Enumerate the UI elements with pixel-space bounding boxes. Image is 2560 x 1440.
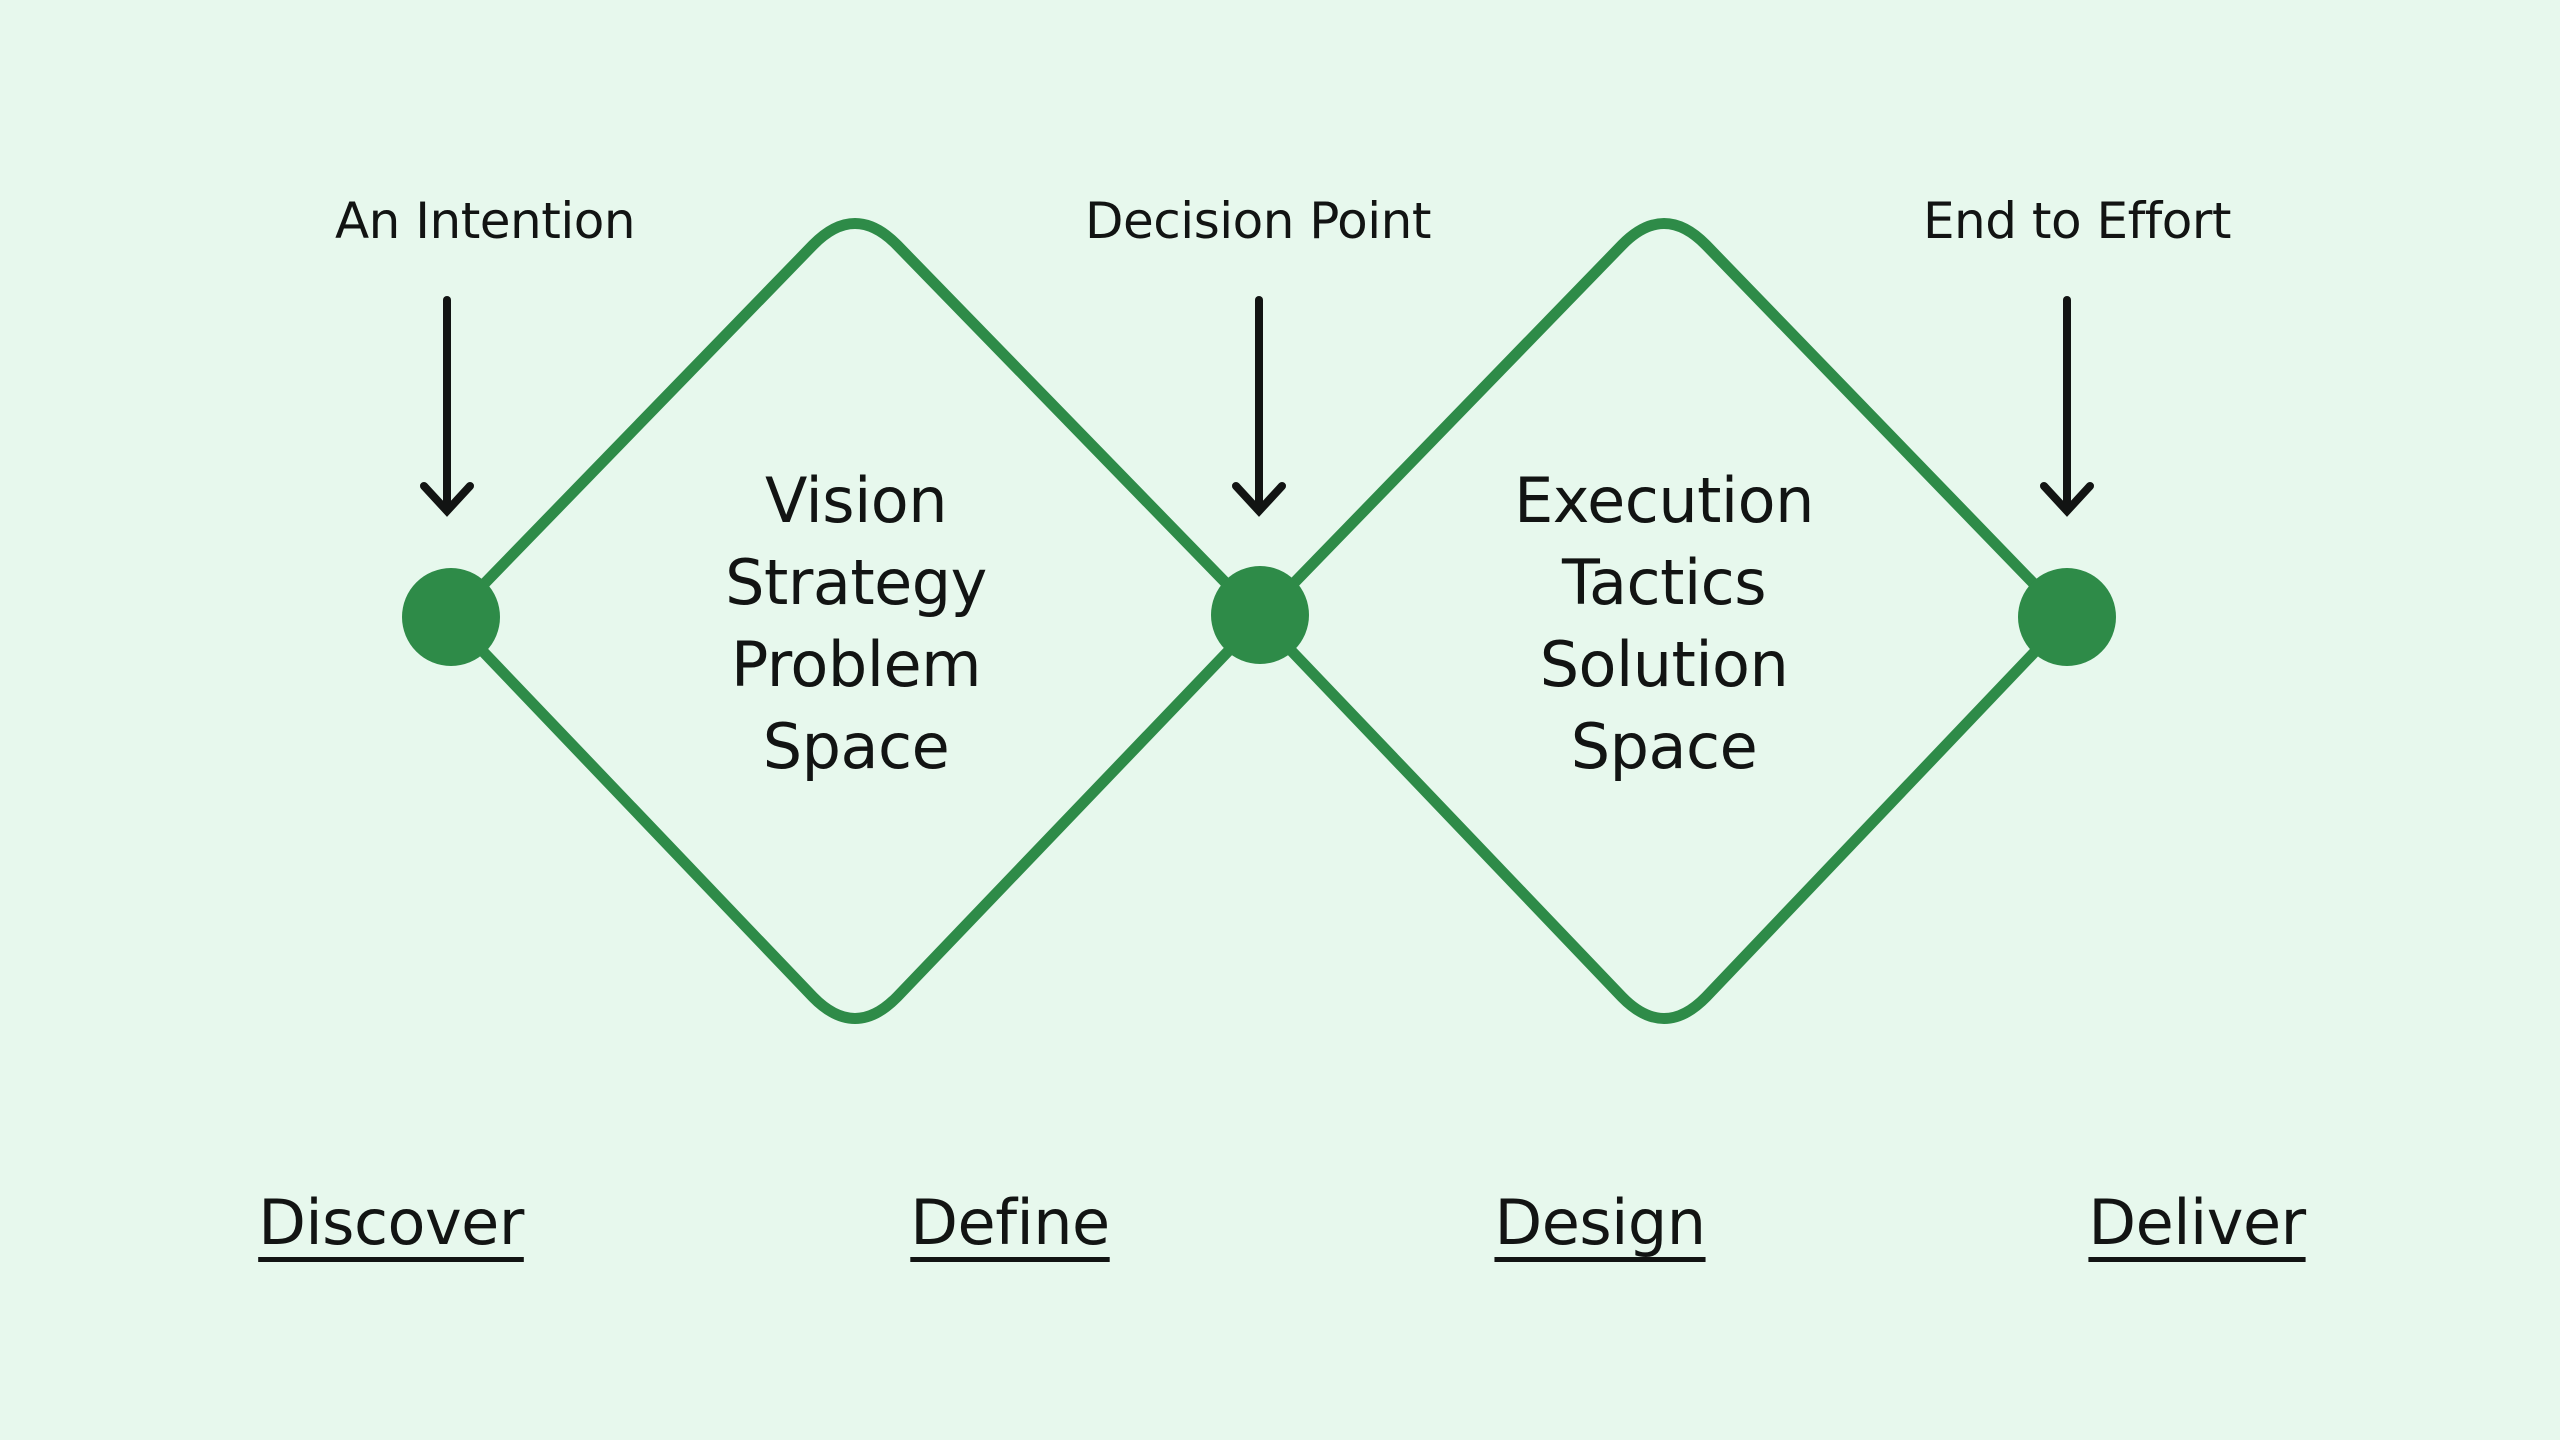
phase-label-design: Design bbox=[1494, 1186, 1706, 1259]
problem-space-text-line: Space bbox=[762, 710, 950, 783]
arrow-head bbox=[420, 482, 474, 517]
problem-space-text-line: Vision bbox=[764, 464, 948, 537]
solution-space-text-line: Solution bbox=[1539, 628, 1789, 701]
end-node-dot bbox=[2018, 568, 2116, 666]
down-arrow-icon bbox=[2040, 296, 2094, 517]
phase-label-define: Define bbox=[910, 1186, 1110, 1259]
problem-space-text: Vision Strategy Problem Space bbox=[725, 460, 987, 788]
problem-space-text-line: Strategy bbox=[725, 546, 987, 619]
annotation-decision-point: Decision Point bbox=[1085, 192, 1431, 250]
problem-space-text-line: Problem bbox=[731, 628, 981, 701]
phase-label-discover: Discover bbox=[258, 1186, 524, 1259]
solution-space-text-line: Tactics bbox=[1561, 546, 1767, 619]
phase-label-deliver: Deliver bbox=[2088, 1186, 2306, 1259]
intention-node-dot bbox=[402, 568, 500, 666]
solution-space-text-line: Execution bbox=[1514, 464, 1814, 537]
decision-point-node-dot bbox=[1211, 566, 1309, 664]
annotation-an-intention: An Intention bbox=[334, 192, 636, 250]
down-arrow-icon bbox=[1232, 296, 1286, 517]
arrow-head bbox=[2040, 482, 2094, 517]
solution-space-text-line: Space bbox=[1570, 710, 1758, 783]
down-arrow-icon bbox=[420, 296, 474, 517]
arrow-head bbox=[1232, 482, 1286, 517]
annotation-end-to-effort: End to Effort bbox=[1922, 192, 2232, 250]
solution-space-text: Execution Tactics Solution Space bbox=[1514, 460, 1814, 788]
